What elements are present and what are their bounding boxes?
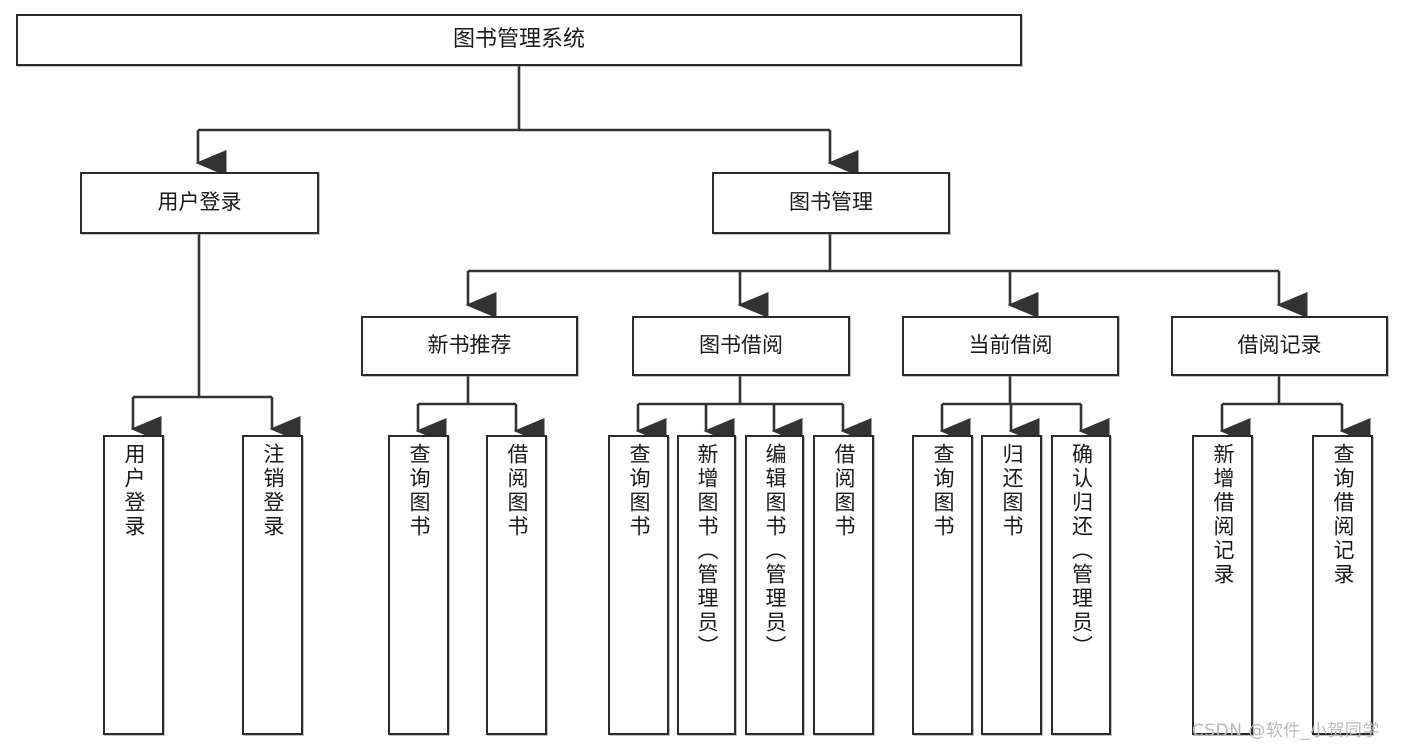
node-label: 用户登录	[157, 190, 242, 215]
leaf-query-books-newbook[interactable]: 查询图书	[388, 435, 449, 735]
leaf-logout[interactable]: 注销登录	[242, 435, 303, 735]
node-label: 图书管理	[789, 190, 873, 215]
node-borrow-records[interactable]: 借阅记录	[1171, 316, 1388, 376]
node-label: 编辑图书（管理员）	[763, 443, 787, 659]
node-label: 新增图书（管理员）	[695, 443, 719, 659]
node-label: 查询借阅记录	[1331, 443, 1355, 587]
leaf-user-login[interactable]: 用户登录	[103, 435, 164, 735]
node-label: 借阅图书	[505, 443, 529, 539]
node-label: 当前借阅	[968, 333, 1053, 358]
leaf-edit-book-admin[interactable]: 编辑图书（管理员）	[745, 435, 804, 735]
node-current-borrowing[interactable]: 当前借阅	[902, 316, 1119, 376]
node-label: 图书管理系统	[452, 26, 585, 52]
leaf-query-books-current[interactable]: 查询图书	[912, 435, 973, 735]
leaf-confirm-return-admin[interactable]: 确认归还（管理员）	[1051, 435, 1111, 735]
leaf-borrow-books[interactable]: 借阅图书	[813, 435, 874, 735]
node-label: 借阅图书	[832, 443, 856, 539]
node-book-borrowing[interactable]: 图书借阅	[632, 316, 850, 376]
node-user-login[interactable]: 用户登录	[80, 172, 319, 234]
node-label: 新增借阅记录	[1211, 443, 1235, 587]
leaf-query-borrow-record[interactable]: 查询借阅记录	[1312, 435, 1373, 735]
leaf-query-books-borrow[interactable]: 查询图书	[608, 435, 669, 735]
node-label: 查询图书	[407, 443, 431, 539]
leaf-return-books[interactable]: 归还图书	[981, 435, 1042, 735]
node-label: 新书推荐	[427, 333, 512, 358]
node-label: 用户登录	[122, 443, 146, 539]
node-label: 图书借阅	[699, 333, 783, 358]
node-label: 查询图书	[627, 443, 651, 539]
node-label: 注销登录	[261, 443, 285, 539]
node-label: 查询图书	[931, 443, 955, 539]
csdn-watermark: CSDN @软件_小贺同学	[1192, 721, 1380, 741]
node-book-management-system[interactable]: 图书管理系统	[16, 14, 1022, 66]
node-label: 归还图书	[1000, 443, 1024, 539]
node-label: 借阅记录	[1237, 333, 1322, 358]
leaf-add-book-admin[interactable]: 新增图书（管理员）	[677, 435, 736, 735]
node-new-book-recommendation[interactable]: 新书推荐	[361, 316, 578, 376]
node-book-management[interactable]: 图书管理	[712, 172, 950, 234]
leaf-add-borrow-record[interactable]: 新增借阅记录	[1192, 435, 1253, 735]
leaf-borrow-books-newbook[interactable]: 借阅图书	[486, 435, 547, 735]
node-label: 确认归还（管理员）	[1069, 443, 1094, 659]
